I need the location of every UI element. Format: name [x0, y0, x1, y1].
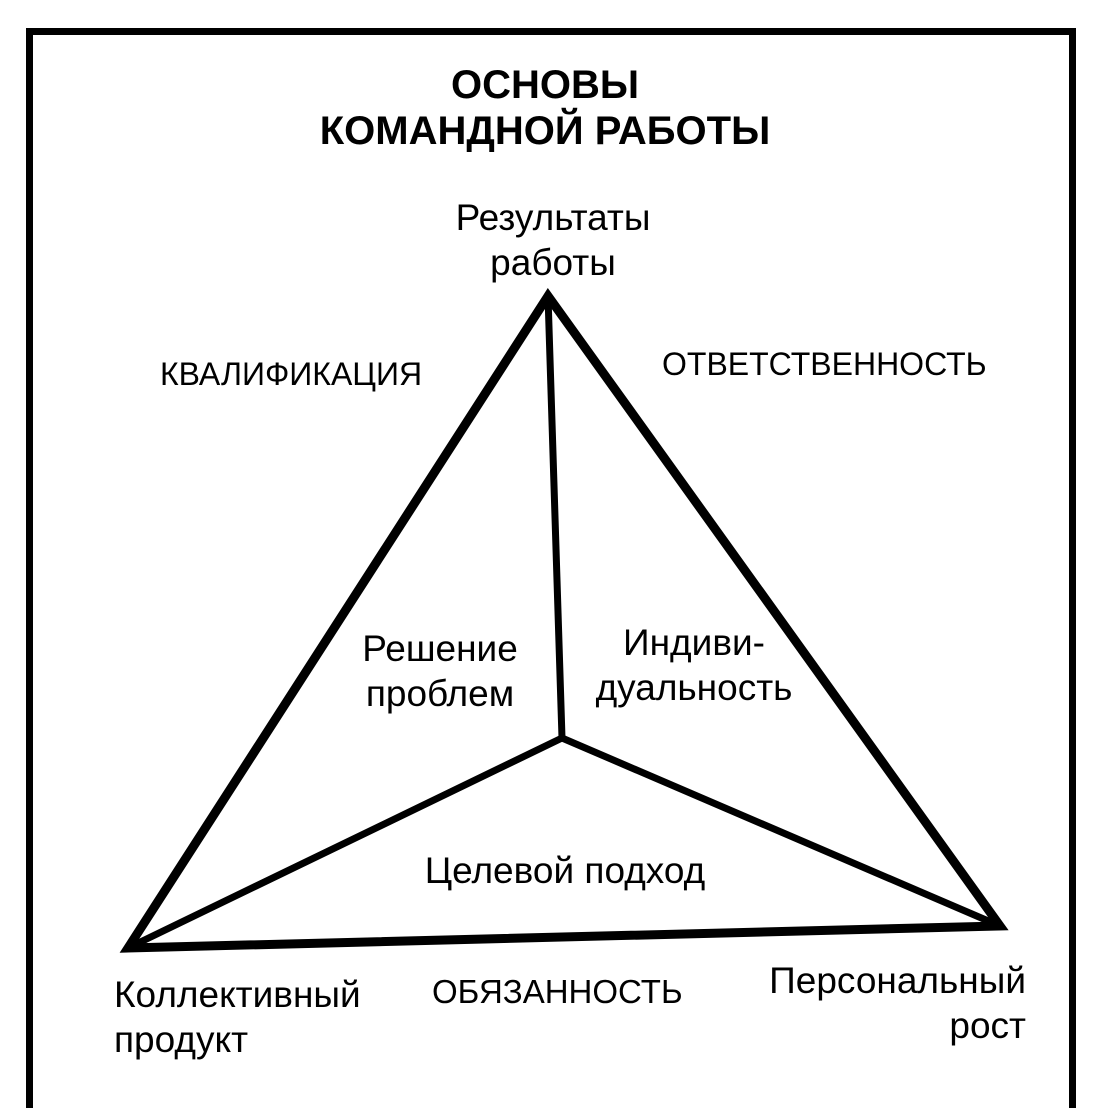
face-right-line-2: дуальность [595, 667, 793, 709]
vertex-top-line-2: работы [490, 242, 616, 284]
vertex-label-bottom-left: Коллективный продукт [114, 972, 361, 1062]
face-label-left: Решение проблем [340, 626, 540, 716]
vertex-top-line-1: Результаты [455, 197, 651, 238]
title-line-1: ОСНОВЫ [450, 63, 640, 107]
title-line-2: КОМАНДНОЙ РАБОТЫ [319, 109, 771, 153]
vertex-right-line-1: Персональный [769, 960, 1026, 1001]
vertex-label-top: Результаты работы [400, 195, 706, 285]
face-left-line-1: Решение [362, 628, 518, 669]
face-left-line-2: проблем [365, 673, 515, 715]
face-label-right: Индиви- дуальность [560, 620, 828, 710]
vertex-left-line-1: Коллективный [114, 974, 361, 1015]
vertex-left-line-2: продукт [114, 1019, 249, 1061]
vertex-right-line-2: рост [949, 1005, 1026, 1047]
vertex-label-bottom-right: Персональный рост [720, 958, 1026, 1048]
page-title: ОСНОВЫ КОМАНДНОЙ РАБОТЫ [250, 62, 840, 154]
face-label-bottom: Целевой подход [424, 850, 706, 891]
edge-apex-to-center [544, 292, 566, 742]
edge-label-bottom: ОБЯЗАННОСТЬ [432, 973, 683, 1010]
pyramid-outline [119, 288, 1009, 953]
diagram-frame [26, 28, 1076, 1108]
edge-label-left: КВАЛИФИКАЦИЯ [160, 356, 423, 392]
face-right-line-1: Индиви- [623, 622, 765, 663]
edge-label-right: ОТВЕТСТВЕННОСТЬ [662, 346, 987, 382]
edge-right-to-center [558, 734, 1004, 930]
edge-left-to-center [124, 734, 566, 952]
